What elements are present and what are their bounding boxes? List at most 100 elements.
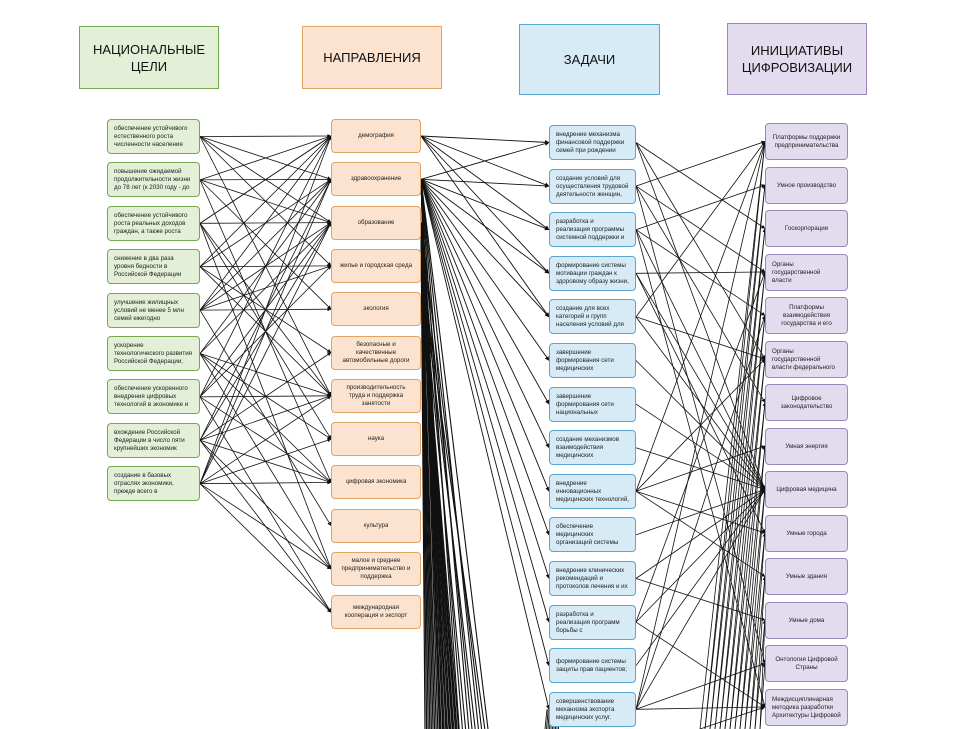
connection-line [420, 265, 456, 729]
connection-line [199, 266, 332, 353]
direction-box-label: жилье и городская среда [339, 262, 413, 269]
goal-box-label: снижение в два раза уровня бедности в Ро… [114, 254, 182, 278]
connection-line [420, 179, 550, 361]
direction-box-12: международная кооперация и экспорт [331, 595, 421, 629]
connection-line [635, 360, 766, 490]
connection-line [420, 178, 550, 318]
connection-line [199, 178, 332, 484]
goal-box-label: обеспечение устойчивого роста реальных д… [114, 211, 188, 235]
connection-line [199, 179, 332, 310]
header-national-goals: НАЦИОНАЛЬНЫЕ ЦЕЛИ [79, 26, 219, 89]
connection-line [635, 140, 766, 187]
connection-line [719, 315, 767, 729]
connection-line [635, 229, 766, 490]
connection-line [420, 265, 447, 729]
connection-line [635, 621, 766, 708]
connection-line [420, 265, 458, 729]
connection-line [635, 185, 766, 273]
task-box-label: формирование системы мотивации граждан к… [556, 261, 629, 285]
task-box-2: создание условий для осуществления трудо… [549, 169, 636, 204]
connection-line [199, 135, 332, 267]
connection-line [635, 490, 766, 577]
connection-line [199, 266, 332, 397]
connection-line [420, 179, 489, 729]
task-box-label: внедрение клинических рекомендаций и про… [556, 566, 628, 590]
task-box-12: разработка и реализация программ борьбы … [549, 605, 636, 640]
header-digitalization-initiatives: ИНИЦИАТИВЫ ЦИФРОВИЗАЦИИ [727, 23, 867, 95]
connection-line [546, 709, 549, 729]
connection-line [199, 177, 332, 182]
initiative-box-label: Онтология Цифровой Страны [775, 655, 838, 671]
connection-line [199, 483, 332, 613]
connection-line [199, 440, 332, 613]
connection-line [635, 141, 766, 318]
task-box-13: формирование системы защиты прав пациент… [549, 648, 636, 683]
connection-line [635, 488, 766, 536]
goal-box-5: улучшение жилищных условий не менее 5 мл… [107, 293, 200, 328]
direction-box-10: культура [331, 509, 421, 543]
connection-line [420, 179, 550, 536]
connection-line [199, 309, 332, 527]
task-box-label: внедрение механизма финансовой поддержки… [556, 130, 625, 154]
initiative-box-label: Умные города [786, 529, 827, 537]
direction-box-5: экология [331, 292, 421, 326]
goal-box-label: обеспечение устойчивого естественного ро… [114, 124, 188, 148]
goal-box-label: создание в базовых отраслях экономики, п… [114, 471, 174, 495]
connection-line [635, 662, 766, 710]
connection-line [199, 135, 332, 181]
initiative-box-11: Умные здания [765, 558, 848, 595]
connection-line [719, 271, 767, 729]
connection-line [420, 135, 550, 274]
task-box-10: обеспечение медицинских организаций сист… [549, 517, 636, 552]
connection-line [420, 222, 437, 729]
connection-line [199, 396, 332, 613]
connection-line [199, 353, 332, 397]
connection-line [420, 179, 441, 729]
initiative-box-label: Органы государственной власти [772, 260, 821, 284]
initiative-box-7: Цифровое законодательство [765, 384, 848, 421]
connection-line [199, 263, 332, 268]
connection-line [544, 709, 548, 729]
connection-line [420, 222, 429, 729]
connection-line [635, 489, 766, 666]
connection-line [420, 179, 550, 405]
initiative-box-label: Цифровое законодательство [780, 394, 833, 410]
connection-line [635, 142, 766, 229]
connection-line [199, 222, 332, 398]
connection-line [199, 178, 332, 354]
task-box-4: формирование системы мотивации граждан к… [549, 256, 636, 291]
connection-line [420, 265, 486, 729]
connection-line [199, 136, 332, 181]
connection-line [635, 445, 766, 492]
goal-box-7: обеспечение ускоренного внедрения цифров… [107, 379, 200, 414]
connection-line [199, 134, 332, 139]
connection-line [420, 179, 445, 729]
task-box-label: завершение формирования сети медицинских [556, 348, 614, 372]
connection-line [635, 273, 766, 534]
connection-line [420, 179, 442, 729]
connection-line [420, 222, 463, 729]
direction-box-6: безопасные и качественные автомобильные … [331, 336, 421, 370]
direction-box-4: жилье и городская среда [331, 249, 421, 283]
initiative-box-label: Умная энергия [785, 442, 828, 450]
connection-line [635, 229, 766, 316]
connection-line [635, 141, 767, 710]
connection-line [420, 178, 550, 231]
connection-line [199, 307, 332, 312]
connection-line [199, 222, 332, 354]
goal-box-label: вхождение Российской Федерации в число п… [114, 428, 185, 452]
direction-box-8: наука [331, 422, 421, 456]
task-box-9: внедрение инновационных медицинских техн… [549, 474, 636, 509]
initiative-box-label: Умные дома [788, 616, 825, 624]
connection-line [709, 184, 767, 729]
connection-line [199, 178, 332, 268]
connection-line [635, 142, 766, 360]
connection-line [420, 179, 444, 729]
goal-box-9: создание в базовых отраслях экономики, п… [107, 466, 200, 501]
connection-line [199, 393, 332, 398]
initiative-box-label: Платформы взаимодействия государства и е… [781, 303, 832, 327]
connection-line [420, 222, 426, 729]
connection-line [635, 270, 766, 275]
connection-line [420, 265, 457, 729]
connection-line [635, 489, 766, 710]
